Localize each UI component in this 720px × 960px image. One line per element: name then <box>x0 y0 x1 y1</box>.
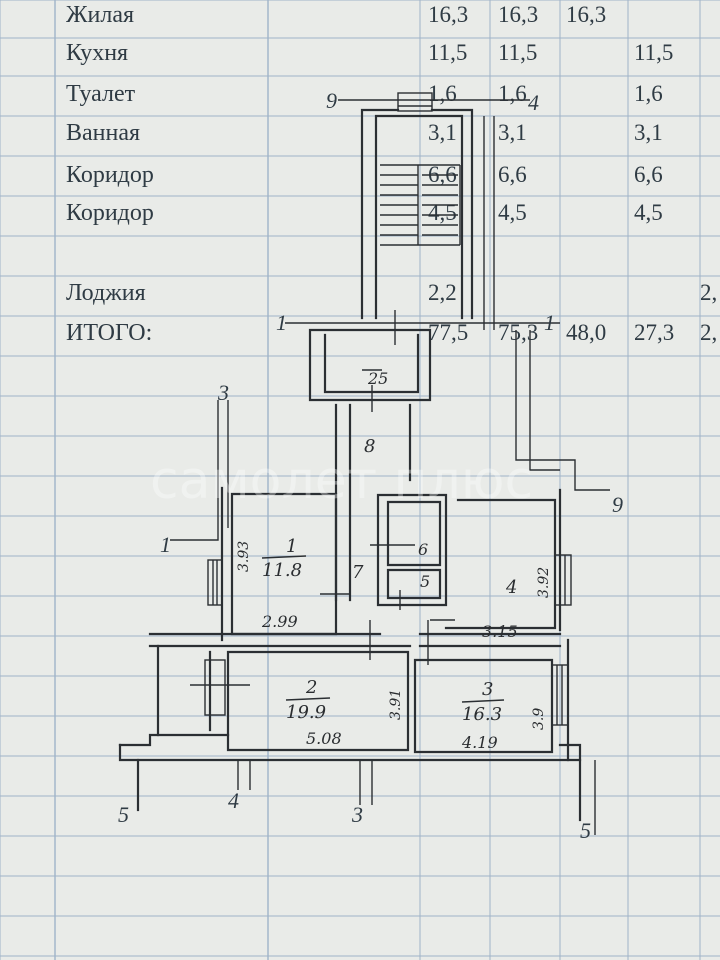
room-4-number: 4 <box>505 577 517 598</box>
table-cell-value: 4,5 <box>498 200 527 225</box>
room-8-number: 8 <box>364 436 375 457</box>
axis-label-5-bottom-left: 5 <box>118 802 129 827</box>
table-row-label: Коридор <box>66 200 154 226</box>
room-3-area: 16.3 <box>462 704 502 725</box>
table-cell-value: 48,0 <box>566 320 606 345</box>
axis-label-1-far-left: 1 <box>160 532 171 557</box>
table-cell-value: 3,1 <box>428 120 457 145</box>
table-cell-value: 11,5 <box>498 40 537 65</box>
table-row-label: Жилая <box>66 2 134 28</box>
axis-labels: 9 4 1 1 3 1 9 5 4 3 5 <box>118 88 623 843</box>
table-cell-value: 1,6 <box>498 81 527 106</box>
room-1-dim-height: 3.93 <box>236 541 252 572</box>
room-25-number: 25 <box>367 369 388 388</box>
floor-plan-drawing <box>118 92 610 835</box>
axis-label-5-bottom-right: 5 <box>580 818 591 843</box>
table-cell-value: 16,3 <box>428 2 468 27</box>
table-cell-value: 1,6 <box>634 81 663 106</box>
axis-label-4-top-right: 4 <box>528 90 539 115</box>
room-labels: 1 11.8 3.93 2.99 2 19.9 3.91 5.08 3 16.3… <box>236 369 552 752</box>
table-row-label: Коридор <box>66 162 154 188</box>
room-4-dim-width: 3.15 <box>482 622 518 641</box>
table-cell-value: 6,6 <box>634 162 663 187</box>
watermark: самолет плюс <box>150 451 533 511</box>
room-1-dim-width: 2.99 <box>261 612 298 631</box>
table-cell-value: 2,2 <box>428 280 457 305</box>
table-cell-value: 3,1 <box>634 120 663 145</box>
table-cell-value: 4,5 <box>634 200 663 225</box>
axis-label-9-right: 9 <box>612 492 623 517</box>
room-3-dim-width: 4.19 <box>461 733 498 752</box>
table-row-label: Лоджия <box>66 280 146 306</box>
axis-label-9-top-left: 9 <box>326 88 337 113</box>
table-cell-value: 77,5 <box>428 320 468 345</box>
room-3-dim-height: 3.9 <box>531 708 547 730</box>
axis-label-3-bottom: 3 <box>351 802 363 827</box>
room-2-number: 2 <box>305 677 317 698</box>
room-2-dim-height: 3.91 <box>388 689 404 720</box>
room-4-dim-height: 3.92 <box>536 567 552 598</box>
room-1-area: 11.8 <box>262 560 302 581</box>
table-row-label: Кухня <box>66 40 128 66</box>
room-5-number: 5 <box>420 572 430 591</box>
table-row-label: Туалет <box>66 81 136 107</box>
room-2-dim-width: 5.08 <box>306 729 342 748</box>
axis-label-1-left: 1 <box>276 310 287 335</box>
table-cell-value: 1,6 <box>428 81 457 106</box>
table-row-label: ИТОГО: <box>66 320 152 346</box>
room-7-number: 7 <box>352 562 364 583</box>
table-cell-value: 16,3 <box>566 2 606 27</box>
table-cell-value: 2, <box>700 320 717 345</box>
table-cell-value: 27,3 <box>634 320 674 345</box>
table-cell-value: 2, <box>700 280 717 305</box>
room-6-number: 6 <box>418 540 428 559</box>
table-cell-value: 11,5 <box>634 40 673 65</box>
room-2-area: 19.9 <box>286 702 326 723</box>
table-cell-value: 3,1 <box>498 120 527 145</box>
room-1-number: 1 <box>286 536 297 557</box>
axis-label-3-left: 3 <box>217 380 229 405</box>
room-3-number: 3 <box>482 679 493 700</box>
table-cell-value: 6,6 <box>498 162 527 187</box>
axis-label-4-bottom: 4 <box>228 788 239 813</box>
table-cell-value: 16,3 <box>498 2 538 27</box>
table-cell-value: 11,5 <box>428 40 467 65</box>
axis-label-1-right: 1 <box>544 310 555 335</box>
table-row-label: Ванная <box>66 120 140 146</box>
table-cell-value: 75,3 <box>498 320 538 345</box>
table-cell-value: 4,5 <box>428 200 457 225</box>
